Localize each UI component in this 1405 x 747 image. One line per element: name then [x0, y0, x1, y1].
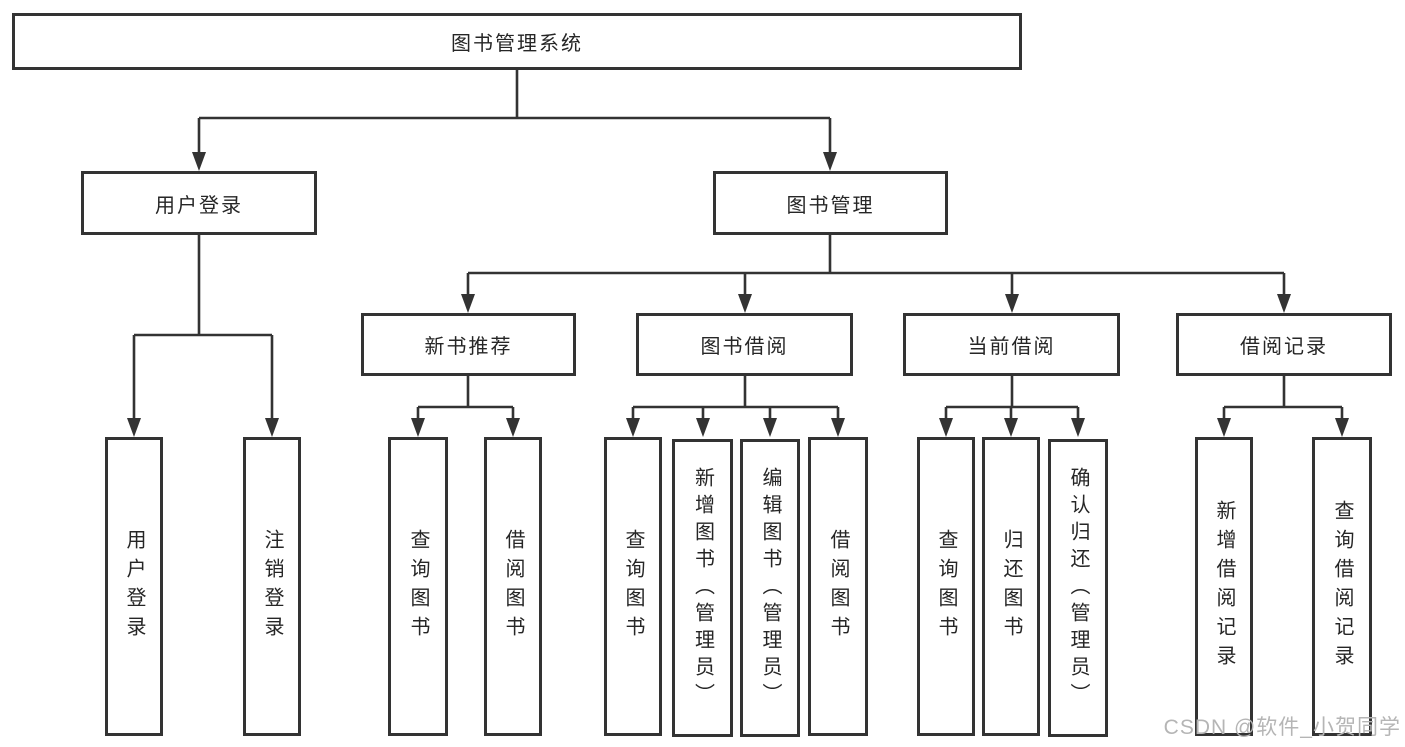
leaf-logout: 注销登录 [243, 437, 301, 736]
node-current-borrowing: 当前借阅 [903, 313, 1120, 376]
leaf-add-books-admin: 新增图书（管理员） [672, 439, 733, 737]
node-user-login: 用户登录 [81, 171, 317, 235]
leaf-confirm-return-admin: 确认归还（管理员） [1048, 439, 1108, 737]
tree-edges [132, 70, 1344, 419]
leaf-add-borrow-record: 新增借阅记录 [1195, 437, 1253, 736]
leaf-return-books: 归还图书 [982, 437, 1040, 736]
leaf-user-login: 用户登录 [105, 437, 163, 736]
leaf-edit-books-admin: 编辑图书（管理员） [740, 439, 800, 737]
node-borrowing-records: 借阅记录 [1176, 313, 1392, 376]
node-book-management: 图书管理 [713, 171, 948, 235]
leaf-query-books-current: 查询图书 [917, 437, 975, 736]
node-book-borrowing: 图书借阅 [636, 313, 853, 376]
leaf-borrow-books-recommend: 借阅图书 [484, 437, 542, 736]
leaf-query-books-recommend: 查询图书 [388, 437, 448, 736]
leaf-query-borrow-record: 查询借阅记录 [1312, 437, 1372, 736]
watermark: CSDN @软件_小贺同学 [1163, 716, 1401, 739]
node-library-management-system: 图书管理系统 [12, 13, 1022, 70]
leaf-query-books-borrowing: 查询图书 [604, 437, 662, 736]
node-new-book-recommend: 新书推荐 [361, 313, 576, 376]
leaf-borrow-books-borrowing: 借阅图书 [808, 437, 868, 736]
